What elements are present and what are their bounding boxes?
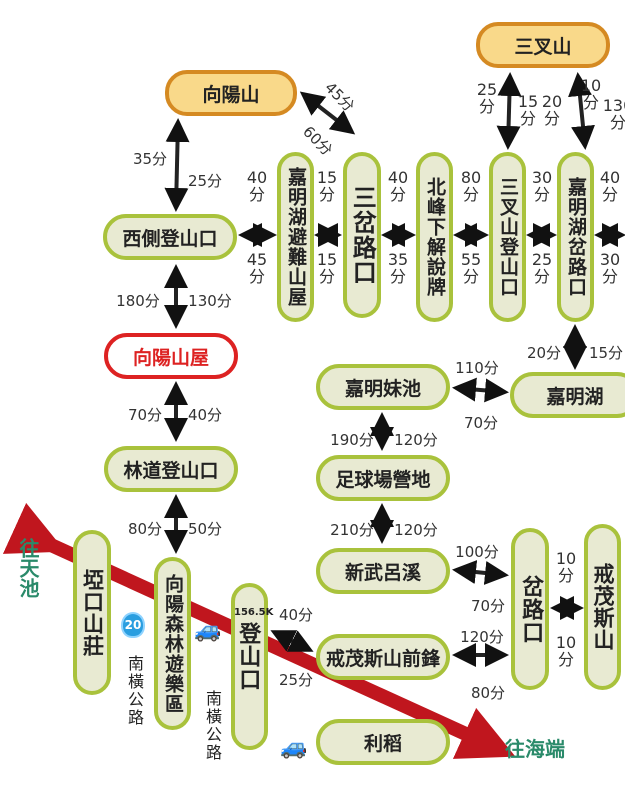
time-label: 210分	[330, 521, 374, 539]
time-label: 130分	[602, 96, 625, 132]
car-icon: 🚙	[194, 618, 222, 643]
node-jiaminghu-hut: 嘉明湖避難山屋	[277, 152, 314, 322]
node-fork: 岔路口	[511, 528, 549, 690]
highway-20-badge: 20	[121, 612, 145, 638]
node-lidao: 利稻	[316, 719, 450, 765]
node-beifeng-sign: 北峰下解說牌	[416, 152, 453, 322]
time-label: 40分	[278, 606, 314, 624]
node-jiaminghu: 嘉明湖	[510, 372, 625, 418]
node-soccer-camp: 足球場營地	[316, 455, 450, 501]
time-label: 70分	[463, 414, 499, 432]
time-label: 80分	[470, 684, 506, 702]
road-label-2: 南橫公路	[203, 690, 222, 762]
time-label: 120分	[394, 521, 438, 539]
node-jiemaoshan: 戒茂斯山	[584, 524, 621, 690]
time-label: 120分	[394, 431, 438, 449]
time-label: 190分	[330, 431, 374, 449]
node-jiemao-front: 戒茂斯山前鋒	[316, 634, 450, 680]
destination-haiduan: 往海端	[505, 737, 565, 761]
time-label: 40分	[187, 406, 223, 424]
time-label: 25分	[278, 671, 314, 689]
time-label: 80分	[127, 520, 163, 538]
destination-tianchi: 往天池	[16, 538, 40, 598]
node-jiaming-meichi: 嘉明妹池	[316, 364, 450, 410]
time-label: 130分	[188, 292, 232, 310]
km-marker: 156.5K	[234, 607, 274, 618]
time-label: 35分	[132, 150, 168, 168]
node-xiangyang-hut: 向陽山屋	[104, 333, 238, 379]
time-label: 70分	[127, 406, 163, 424]
node-xiangyangshan: 向陽山	[165, 70, 297, 116]
node-xinwulu-creek: 新武呂溪	[316, 548, 450, 594]
node-sanchashan: 三叉山	[476, 22, 610, 68]
time-label: 110分	[455, 359, 499, 377]
time-label: 50分	[187, 520, 223, 538]
node-jiaminghu-fork: 嘉明湖岔路口	[557, 152, 594, 322]
node-trailhead: 登山口	[231, 583, 268, 750]
time-label: 120分	[460, 628, 504, 646]
node-sanchashan-trailhead: 三叉山登山口	[489, 152, 526, 322]
car-icon: 🚙	[280, 735, 308, 760]
time-label: 180分	[116, 292, 160, 310]
node-yakou-lodge: 埡口山莊	[73, 530, 111, 695]
time-label: 20分	[526, 344, 562, 362]
node-forest-recreation: 向陽森林遊樂區	[154, 557, 191, 730]
time-label: 15分	[588, 344, 624, 362]
node-lindao-trailhead: 林道登山口	[104, 446, 238, 492]
road-label-1: 南橫公路	[125, 655, 144, 727]
time-label: 70分	[470, 597, 506, 615]
node-xice-trailhead: 西側登山口	[103, 214, 237, 260]
node-sancha-junction: 三岔路口	[343, 152, 381, 318]
time-label: 100分	[455, 543, 499, 561]
time-label: 25分	[187, 172, 223, 190]
